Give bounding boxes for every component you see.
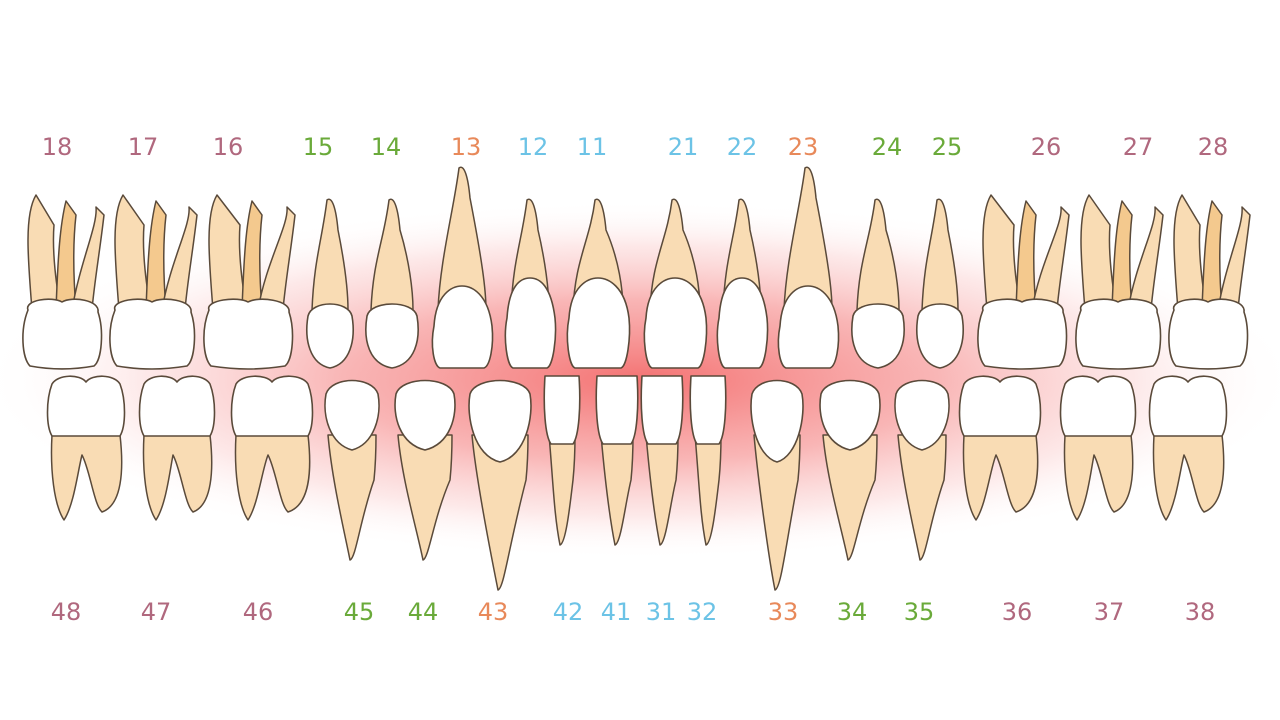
tooth-38-root	[1152, 434, 1225, 521]
tooth-number-22: 22	[727, 133, 758, 161]
tooth-48-root	[50, 434, 123, 521]
lower-crowns	[46, 375, 1228, 463]
tooth-32-crown[interactable]	[689, 375, 727, 445]
tooth-18-root	[27, 194, 105, 311]
tooth-number-46: 46	[243, 598, 274, 626]
tooth-number-48: 48	[51, 598, 82, 626]
tooth-16-crown[interactable]	[203, 298, 294, 370]
tooth-43-root	[471, 434, 529, 591]
tooth-13-crown[interactable]	[431, 285, 494, 369]
tooth-number-18: 18	[42, 133, 73, 161]
tooth-42-root	[548, 434, 576, 546]
tooth-number-44: 44	[408, 598, 439, 626]
tooth-35-crown[interactable]	[894, 379, 950, 451]
tooth-46-crown[interactable]	[230, 375, 314, 437]
tooth-28-crown[interactable]	[1168, 298, 1249, 370]
tooth-24-root	[856, 198, 900, 311]
tooth-number-14: 14	[371, 133, 402, 161]
tooth-number-25: 25	[932, 133, 963, 161]
tooth-38-crown[interactable]	[1148, 375, 1228, 437]
tooth-34-crown[interactable]	[819, 379, 881, 451]
tooth-26-crown[interactable]	[977, 298, 1068, 370]
tooth-number-38: 38	[1185, 598, 1216, 626]
tooth-number-42: 42	[553, 598, 584, 626]
lower-roots	[50, 434, 1225, 591]
tooth-number-34: 34	[837, 598, 868, 626]
tooth-number-35: 35	[904, 598, 935, 626]
tooth-31-crown[interactable]	[640, 375, 684, 445]
tooth-number-33: 33	[768, 598, 799, 626]
tooth-21-crown[interactable]	[643, 277, 708, 369]
tooth-17-root	[114, 194, 198, 311]
tooth-12-crown[interactable]	[504, 277, 557, 369]
tooth-15-root	[311, 198, 349, 311]
tooth-43-crown[interactable]	[468, 379, 532, 463]
tooth-44-crown[interactable]	[394, 379, 456, 451]
lower-labels: 48 47 46 45 44 43 42 41 31 32 33 34 35 36 37 38	[51, 598, 1216, 626]
tooth-number-28: 28	[1198, 133, 1229, 161]
tooth-28-root	[1173, 194, 1251, 311]
tooth-number-32: 32	[687, 598, 718, 626]
tooth-25-crown[interactable]	[916, 303, 964, 369]
tooth-number-36: 36	[1002, 598, 1033, 626]
tooth-45-crown[interactable]	[324, 379, 380, 451]
tooth-37-crown[interactable]	[1059, 375, 1137, 437]
tooth-48-crown[interactable]	[46, 375, 126, 437]
tooth-number-23: 23	[788, 133, 819, 161]
upper-crowns	[22, 277, 1249, 370]
tooth-47-crown[interactable]	[138, 375, 216, 437]
tooth-36-root	[962, 434, 1039, 521]
tooth-27-crown[interactable]	[1075, 298, 1162, 370]
tooth-number-47: 47	[141, 598, 172, 626]
tooth-31-root	[645, 434, 679, 546]
tooth-13-root	[437, 166, 487, 311]
tooth-27-root	[1080, 194, 1164, 311]
tooth-16-root	[208, 194, 296, 311]
tooth-33-root	[753, 434, 801, 591]
tooth-45-root	[327, 434, 377, 561]
tooth-14-root	[370, 198, 414, 311]
tooth-number-24: 24	[872, 133, 903, 161]
tooth-17-crown[interactable]	[109, 298, 196, 370]
tooth-24-crown[interactable]	[851, 303, 905, 369]
tooth-number-13: 13	[451, 133, 482, 161]
tooth-18-crown[interactable]	[22, 298, 103, 370]
tooth-23-crown[interactable]	[777, 285, 840, 369]
tooth-number-21: 21	[668, 133, 699, 161]
tooth-11-crown[interactable]	[566, 277, 631, 369]
tooth-41-root	[600, 434, 634, 546]
tooth-number-43: 43	[478, 598, 509, 626]
tooth-36-crown[interactable]	[958, 375, 1042, 437]
tooth-number-31: 31	[646, 598, 677, 626]
tooth-41-crown[interactable]	[595, 375, 639, 445]
tooth-number-41: 41	[601, 598, 632, 626]
tooth-15-crown[interactable]	[306, 303, 354, 369]
tooth-42-crown[interactable]	[543, 375, 581, 445]
tooth-number-27: 27	[1123, 133, 1154, 161]
tooth-26-root	[982, 194, 1070, 311]
tooth-23-root	[783, 166, 833, 311]
tooth-46-root	[234, 434, 311, 521]
tooth-37-root	[1063, 434, 1134, 521]
tooth-number-37: 37	[1094, 598, 1125, 626]
tooth-34-root	[822, 434, 878, 561]
tooth-number-15: 15	[303, 133, 334, 161]
tooth-number-11: 11	[577, 133, 608, 161]
tooth-47-root	[142, 434, 213, 521]
tooth-14-crown[interactable]	[365, 303, 419, 369]
tooth-number-26: 26	[1031, 133, 1062, 161]
upper-roots	[27, 166, 1251, 311]
upper-labels: 18 17 16 15 14 13 12 11 21 22 23 24 25 26 27 28	[42, 133, 1229, 161]
tooth-number-17: 17	[128, 133, 159, 161]
tooth-number-16: 16	[213, 133, 244, 161]
tooth-22-crown[interactable]	[716, 277, 769, 369]
tooth-35-root	[897, 434, 947, 561]
tooth-32-root	[694, 434, 722, 546]
tooth-number-12: 12	[518, 133, 549, 161]
tooth-25-root	[921, 198, 959, 311]
tooth-44-root	[397, 434, 453, 561]
tooth-number-45: 45	[344, 598, 375, 626]
tooth-33-crown[interactable]	[750, 379, 804, 463]
